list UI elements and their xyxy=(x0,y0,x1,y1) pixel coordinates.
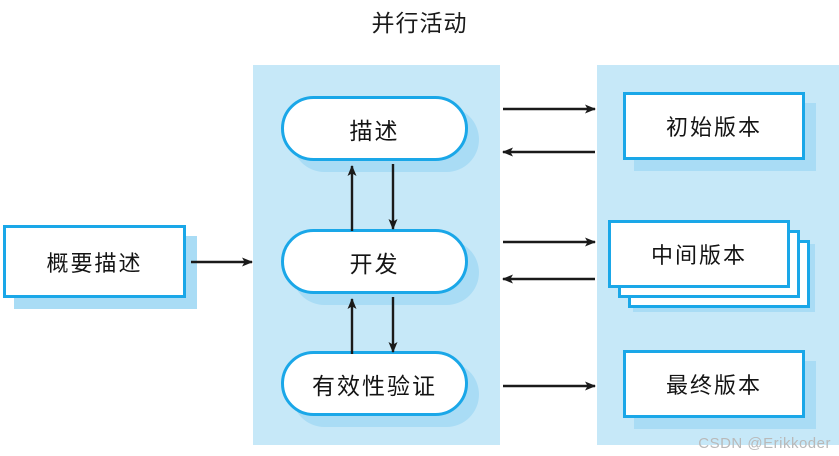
artifact-final-version-label: 最终版本 xyxy=(665,373,762,398)
node-description[interactable]: 描述 xyxy=(281,96,468,161)
artifact-intermediate-version-label: 中间版本 xyxy=(650,243,747,268)
artifact-intermediate-version[interactable]: 中间版本 xyxy=(608,220,790,288)
node-description-label: 描述 xyxy=(349,117,400,144)
diagram-title: 并行活动 xyxy=(371,10,468,36)
node-outline-description-label: 概要描述 xyxy=(46,250,143,276)
artifact-initial-version-label: 初始版本 xyxy=(665,115,762,140)
node-development[interactable]: 开发 xyxy=(281,229,468,294)
watermark: CSDN @Erikkoder xyxy=(698,435,831,452)
artifact-initial-version[interactable]: 初始版本 xyxy=(623,92,805,160)
node-validation-label: 有效性验证 xyxy=(312,372,437,399)
node-validation[interactable]: 有效性验证 xyxy=(281,351,468,416)
node-outline-description[interactable]: 概要描述 xyxy=(3,225,186,298)
node-development-label: 开发 xyxy=(349,250,400,277)
artifact-final-version[interactable]: 最终版本 xyxy=(623,350,805,418)
